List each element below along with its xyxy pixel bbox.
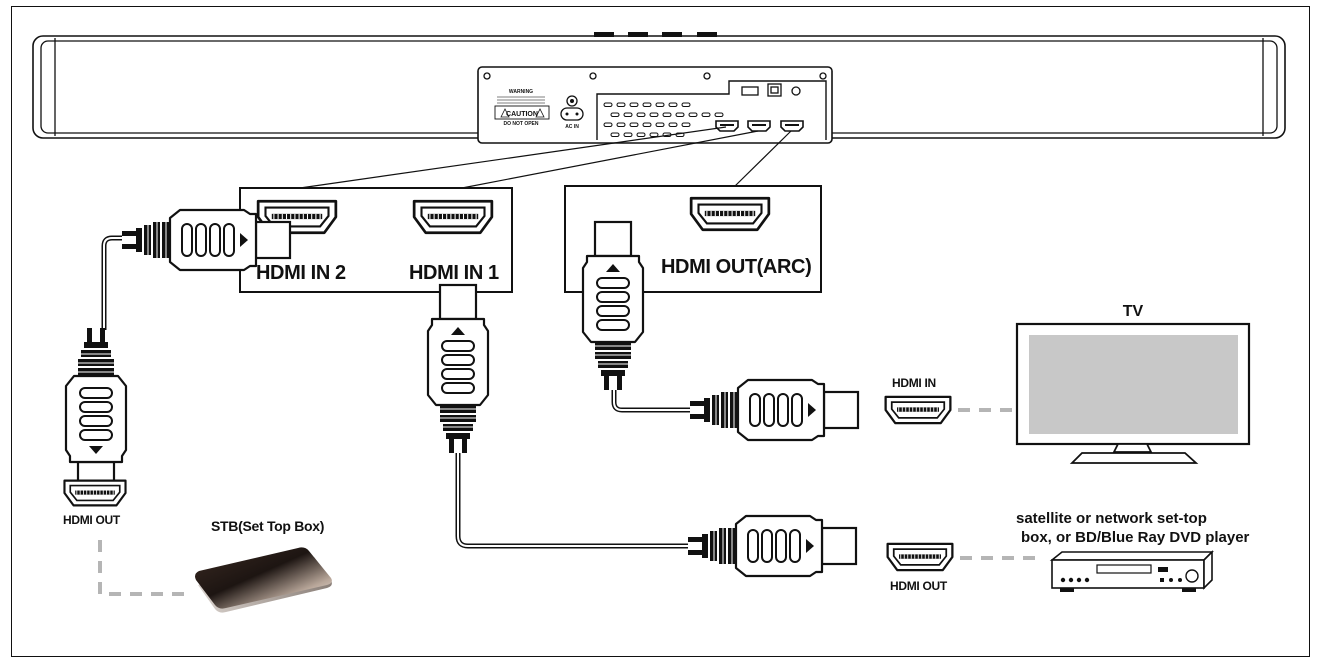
screw-icon [589,72,597,80]
hdmi-plug-icon [426,283,490,453]
leader-lines [299,126,792,189]
hdmi-in-1-label: HDMI IN 1 [409,262,499,284]
vent-slot [623,112,633,117]
stb-device [195,547,332,613]
vent-slot [655,102,665,107]
rear-hdmi-in-1 [747,120,771,132]
vent-slot [649,132,659,137]
vent-slot [701,112,711,117]
warning-triangle-icon [535,108,545,118]
vent-slot [649,112,659,117]
vent-slot [668,102,678,107]
stb-hdmi-out-port-icon [63,479,127,507]
hdmi-out-arc-label: HDMI OUT(ARC) [661,256,811,278]
hdmi-plug-icon [690,378,860,442]
vent-slot [616,102,626,107]
vent-slot [642,122,652,127]
rear-hdmi-in-2 [715,120,739,132]
player-label-line-1: satellite or network set-top [1016,510,1207,527]
vent-slot [655,122,665,127]
vent-grille [603,102,724,137]
cable-stb-to-hdmi-in-2 [64,208,292,498]
vent-slot [675,112,685,117]
svg-text:WARNING: WARNING [509,89,533,95]
stb-connection-dash [98,540,192,596]
vent-slot [603,102,613,107]
tv-port-label: HDMI IN [892,376,936,390]
tv-hdmi-in-port-icon [884,395,952,425]
rear-hdmi-out-arc [780,120,804,132]
svg-text:CAUTION: CAUTION [506,111,538,118]
svg-text:DO NOT OPEN: DO NOT OPEN [503,121,538,127]
usb-port-icon [741,86,759,96]
aux-port-icon [791,86,801,96]
screw-icon [483,72,491,80]
player-hdmi-out-port-icon [886,542,954,572]
svg-text:AC IN: AC IN [565,124,579,130]
hdmi-in-2-label: HDMI IN 2 [256,262,346,284]
screw-icon [819,72,827,80]
vent-slot [616,122,626,127]
soundbar-rear-panel: WARNING CAUTION DO NOT OPEN AC IN [477,66,833,144]
vent-slot [681,102,691,107]
vent-slot [642,102,652,107]
dvd-player [1049,550,1214,592]
vent-slot [668,122,678,127]
vent-slot [629,122,639,127]
hdmi-out-arc-port-icon [689,196,771,232]
cable-arc-to-tv [581,220,860,442]
warning-triangle-icon [500,108,510,118]
player-label-line-2: box, or BD/Blue Ray DVD player [1021,529,1250,546]
vent-slot [636,132,646,137]
vent-slot [603,122,613,127]
warning-label: WARNING CAUTION DO NOT OPEN [494,89,550,127]
vent-slot [610,112,620,117]
vent-slot [610,132,620,137]
screw-icon [703,72,711,80]
ac-in-socket: AC IN [560,95,584,130]
vent-slot [714,112,724,117]
vent-slot [629,102,639,107]
hdmi-in-1-port-icon [412,199,494,235]
diagram-frame [11,6,1310,657]
stb-label: STB(Set Top Box) [211,518,324,534]
tv: TV [1015,303,1251,464]
cable-player-to-hdmi-in-1 [426,283,858,578]
vent-slot [681,122,691,127]
vent-slot [623,132,633,137]
player-port-label: HDMI OUT [890,579,948,593]
tv-label: TV [1123,303,1144,320]
stb-port-label: HDMI OUT [63,513,121,527]
vent-slot [688,112,698,117]
hdmi-plug-icon [64,328,128,498]
vent-slot [662,112,672,117]
vent-slot [636,112,646,117]
hdmi-plug-icon [688,514,858,578]
optical-port-icon [767,83,782,97]
